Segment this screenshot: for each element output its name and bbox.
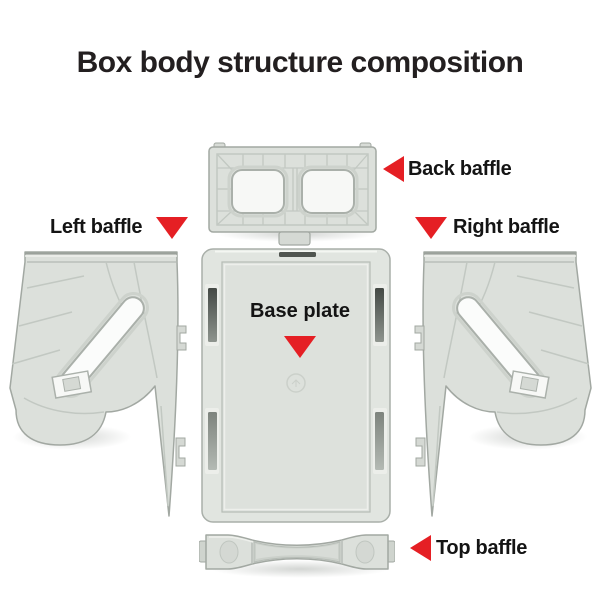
back-baffle-image: [208, 142, 378, 246]
top-baffle-label: Top baffle: [410, 535, 527, 561]
back-baffle-label: Back baffle: [383, 156, 512, 182]
base-plate-image: [201, 246, 391, 524]
left-baffle-image: [8, 246, 190, 518]
right-baffle-arrow-icon: [415, 217, 447, 239]
back-baffle-arrow-icon: [383, 156, 404, 182]
right-baffle-image: [411, 246, 593, 518]
left-baffle-arrow-icon: [156, 217, 189, 239]
left-baffle-label-text: Left baffle: [50, 215, 143, 238]
base-plate-arrow-icon: [284, 336, 316, 358]
base-plate-label-text: Base plate: [249, 300, 351, 322]
page-title: Box body structure composition: [76, 46, 524, 79]
top-baffle-label-text: Top baffle: [436, 536, 528, 559]
right-baffle-label-text: Right baffle: [453, 215, 560, 238]
left-baffle-label: Left baffle: [50, 215, 189, 239]
right-baffle-label: Right baffle: [415, 215, 560, 239]
top-baffle-arrow-icon: [410, 535, 431, 561]
top-baffle-image: [199, 530, 395, 574]
back-baffle-label-text: Back baffle: [408, 157, 512, 180]
base-plate-label: Base plate: [238, 300, 362, 358]
